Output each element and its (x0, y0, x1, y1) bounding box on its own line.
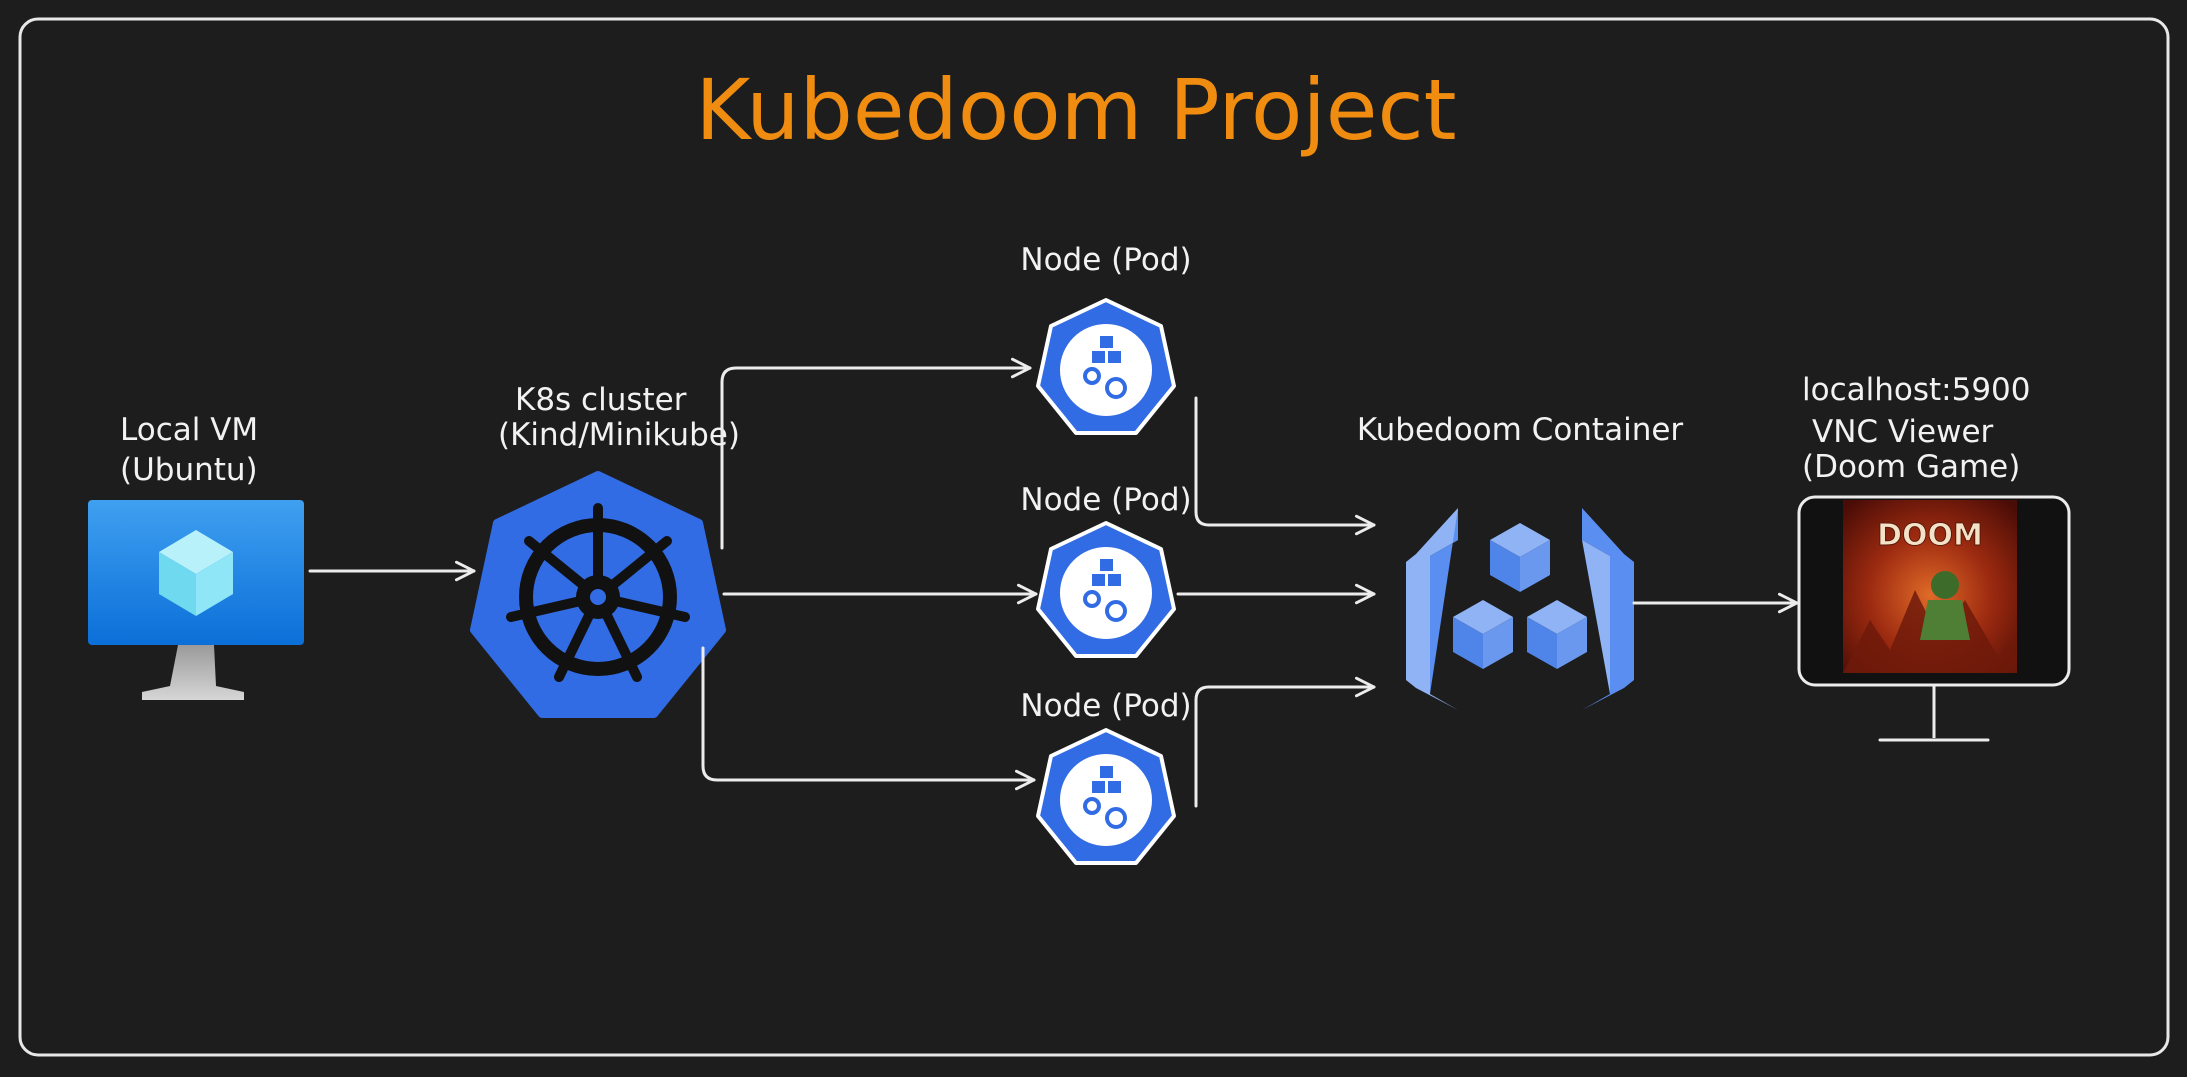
local-vm-sublabel: (Ubuntu) (120, 452, 258, 488)
k8s-cluster-sublabel: (Kind/Minikube) (498, 417, 740, 453)
arrow-cluster-to-pod-3 (701, 646, 1036, 791)
vnc-game-label: (Doom Game) (1802, 449, 2020, 485)
azure-vm-monitor-icon (88, 500, 304, 700)
k8s-cluster-node: K8s cluster (Kind/Minikube) (470, 382, 740, 718)
local-vm-label: Local VM (120, 412, 258, 448)
monitor-icon: DOOM (1797, 495, 2071, 742)
vnc-viewer-label: VNC Viewer (1812, 414, 1994, 450)
container-cubes-icon (1406, 508, 1634, 710)
pod-node-3: Node (Pod) (1020, 688, 1192, 865)
kubedoom-container-node: Kubedoom Container (1357, 412, 1684, 710)
pod-label-2: Node (Pod) (1020, 482, 1191, 518)
arrow-cluster-to-pod-1 (720, 357, 1032, 550)
outer-frame (18, 17, 2170, 1057)
vnc-address-label: localhost:5900 (1802, 372, 2031, 408)
doom-game-screen: DOOM (1843, 500, 2017, 673)
pod-node-2: Node (Pod) (1020, 482, 1192, 658)
vnc-viewer-node: localhost:5900 VNC Viewer (Doom Game) DO… (1797, 372, 2071, 742)
k8s-cluster-label: K8s cluster (515, 382, 687, 418)
doom-logo-text: DOOM (1877, 518, 1983, 553)
connectors (308, 357, 1799, 808)
pod-label-3: Node (Pod) (1020, 688, 1191, 724)
pod-node-1: Node (Pod) (1020, 242, 1192, 435)
container-label: Kubedoom Container (1357, 412, 1684, 448)
local-vm-node: Local VM (Ubuntu) (88, 412, 304, 700)
kubernetes-pod-icon (1036, 521, 1176, 658)
arrow-pod-1-to-container (1194, 396, 1376, 536)
pod-label-1: Node (Pod) (1020, 242, 1191, 278)
kubernetes-pod-icon (1036, 298, 1176, 435)
diagram-title: Kubedoom Project (695, 61, 1456, 159)
arrow-pod-3-to-container (1194, 676, 1376, 808)
kubernetes-pod-icon (1036, 728, 1176, 865)
kubernetes-helm-icon (470, 471, 726, 718)
